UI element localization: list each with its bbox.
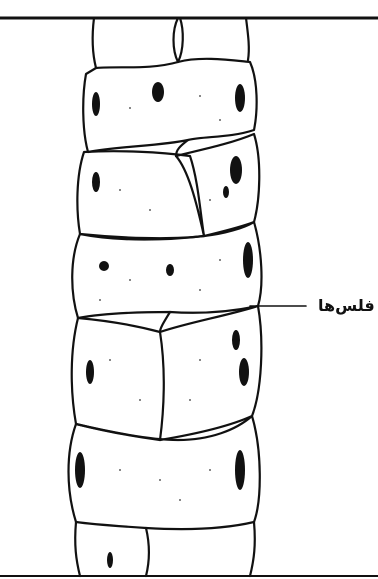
shade-3a [99,261,109,271]
shade-2a [92,172,100,192]
top-segment-divider [174,18,183,62]
top-segment-left [93,18,96,68]
shade-2b [230,156,242,184]
shade-5c [107,552,113,568]
shade-5b [235,450,245,490]
shade-1b [92,92,100,116]
shade-2c [223,186,229,198]
scale-2-right [176,134,259,236]
scale-5 [69,416,260,529]
shade-5a [75,452,85,488]
shade-4c [239,358,249,386]
scale-2-left [77,151,204,238]
shade-3c [243,242,253,278]
scale-4-left [72,318,164,440]
top-segment-right [246,18,249,60]
shade-1c [235,84,245,112]
scales-label: فلس‌ها [318,296,375,315]
bottom-segment-divider [146,528,149,576]
shade-3b [166,264,174,276]
shade-4b [232,330,240,350]
shade-4a [86,360,94,384]
scale-2-inner-fold [176,156,204,236]
bottom-segment-right [250,522,255,576]
scale-1 [83,59,256,152]
shade-1a [152,82,164,102]
bottom-segment-left [75,522,80,576]
shading [75,82,253,568]
